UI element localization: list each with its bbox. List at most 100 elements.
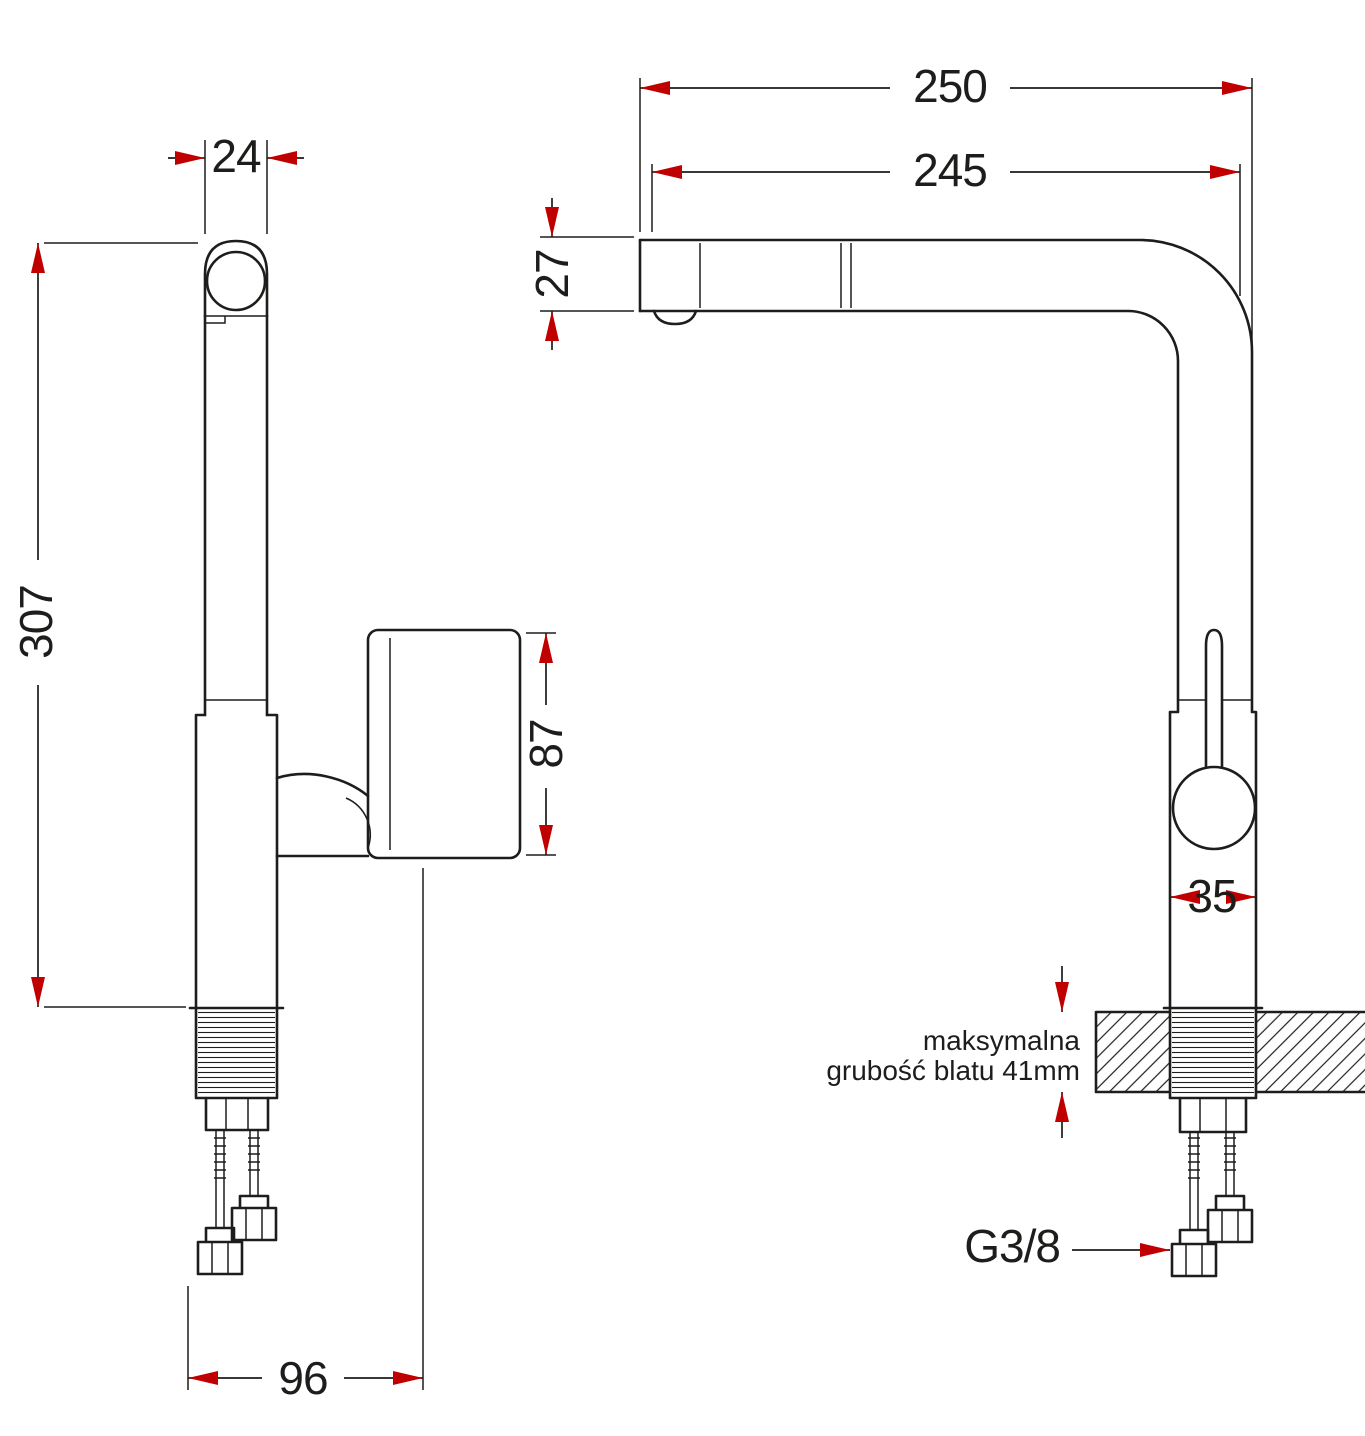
stud-right-front-threads xyxy=(1224,1137,1236,1171)
countertop-section xyxy=(1094,1010,1365,1094)
dim-27: 27 xyxy=(526,198,634,350)
dim-24-label: 24 xyxy=(211,130,261,182)
dim-245: 245 xyxy=(651,144,1241,296)
arrowhead-icon xyxy=(640,81,670,95)
mounting-nut-front xyxy=(1178,1096,1248,1134)
mounting-nut-facets xyxy=(225,1098,249,1130)
hose-nut-right xyxy=(230,1194,278,1242)
mounting-nut-front-facets xyxy=(1199,1098,1227,1132)
spout-pipe xyxy=(203,314,269,717)
mounting-hardware-side xyxy=(196,1096,278,1276)
dim-35: 35 xyxy=(1170,870,1256,922)
arrowhead-icon xyxy=(1210,165,1240,179)
arrowhead-icon xyxy=(652,165,682,179)
stud-left-front-threads xyxy=(1188,1137,1200,1179)
countertop-hatch-left xyxy=(1096,1013,1170,1091)
arrowhead-icon xyxy=(175,151,205,165)
side-view: 24 307 87 96 xyxy=(10,130,572,1404)
front-view: 250 245 27 35 xyxy=(526,60,1365,1278)
arrowhead-icon xyxy=(545,311,559,341)
dim-96-label: 96 xyxy=(278,1352,327,1404)
dim-27-label: 27 xyxy=(526,249,578,298)
arrowhead-icon xyxy=(1222,81,1252,95)
pullout-joint xyxy=(840,243,852,308)
handle-connector xyxy=(275,772,370,858)
stud-right-front xyxy=(1225,1132,1235,1196)
dim-24: 24 xyxy=(168,130,304,234)
lever-rod xyxy=(1204,628,1224,784)
arrowhead-icon xyxy=(1055,1092,1069,1122)
dim-87-label: 87 xyxy=(520,719,572,768)
faucet-body-side xyxy=(188,314,285,1010)
stud-right xyxy=(249,1130,259,1196)
handle-pivot-arc xyxy=(345,797,371,849)
mounting-hardware-front xyxy=(1170,1096,1254,1278)
spout-head-outline xyxy=(203,239,269,318)
dim-245-label: 245 xyxy=(913,144,987,196)
stud-left xyxy=(215,1130,225,1228)
dim-96: 96 xyxy=(187,868,424,1404)
mounting-thread-side xyxy=(194,1006,279,1100)
aerator xyxy=(652,309,698,326)
thread-texture-front xyxy=(1172,1011,1254,1096)
hose-nut-right-front-facets xyxy=(1221,1210,1239,1242)
hose-nut-left-front-facets xyxy=(1185,1244,1203,1276)
thread-outline xyxy=(194,1006,279,1100)
arrowhead-icon xyxy=(188,1371,218,1385)
body-column xyxy=(194,713,279,1010)
lever-front xyxy=(1171,628,1257,851)
dim-307: 307 xyxy=(10,242,198,1008)
hose-nut-right-front xyxy=(1206,1194,1254,1244)
arrowhead-icon xyxy=(1055,982,1069,1012)
spout-head xyxy=(203,239,269,324)
dim-96-extension-lines xyxy=(187,868,424,1390)
dim-27-extension-lines xyxy=(540,236,634,312)
thread-texture xyxy=(198,1011,275,1096)
dim-245-extension-lines xyxy=(651,164,1241,296)
arrowhead-icon xyxy=(545,207,559,237)
dim-87-extension-lines xyxy=(526,632,556,856)
dim-87: 87 xyxy=(520,632,572,856)
dim-250-label: 250 xyxy=(913,60,987,112)
arrowhead-icon xyxy=(1170,890,1200,904)
arrowhead-icon xyxy=(539,825,553,855)
handle-side xyxy=(275,628,522,860)
hose-nut-left-facets xyxy=(211,1242,229,1274)
dim-35-label: 35 xyxy=(1187,870,1236,922)
dim-250: 250 xyxy=(639,60,1253,344)
dim-307-label: 307 xyxy=(10,585,62,659)
counter-note-line2: grubość blatu 41mm xyxy=(826,1055,1080,1086)
lever-ball xyxy=(1171,765,1257,851)
arrowhead-icon xyxy=(31,977,45,1007)
arrowhead-icon xyxy=(539,633,553,663)
spout-inner xyxy=(638,309,1180,1010)
arrowhead-icon xyxy=(267,151,297,165)
stud-right-threads xyxy=(248,1137,260,1171)
hose-nut-left-front xyxy=(1170,1228,1218,1278)
dim-307-extension-lines xyxy=(44,242,198,1008)
stud-left-threads xyxy=(214,1137,226,1179)
mounting-nut xyxy=(204,1096,270,1132)
arrowhead-icon xyxy=(1140,1243,1170,1257)
faucet-body-front xyxy=(638,238,1264,1010)
hose-nut-right-facets xyxy=(245,1208,263,1240)
mounting-thread-front xyxy=(1168,1006,1258,1100)
hose-nut-left xyxy=(196,1226,244,1276)
arrowhead-icon xyxy=(393,1371,423,1385)
countertop-hatch-right xyxy=(1256,1013,1365,1091)
countertop-outline xyxy=(1094,1010,1365,1094)
counter-thickness-note: maksymalna grubość blatu 41mm xyxy=(826,966,1080,1138)
dim-250-extension-lines xyxy=(639,78,1253,344)
arrowhead-icon xyxy=(1226,890,1256,904)
arrowhead-icon xyxy=(31,243,45,273)
handle-lever xyxy=(366,628,522,860)
thread-outline-front xyxy=(1168,1006,1258,1100)
g38-label: G3/8 xyxy=(964,1220,1060,1272)
dim-g38: G3/8 xyxy=(964,1220,1170,1272)
spout-outlet-lip xyxy=(204,316,226,324)
counter-note-line1: maksymalna xyxy=(923,1025,1081,1056)
spout-head-ball xyxy=(205,250,267,312)
dim-24-extension-lines xyxy=(204,140,268,234)
